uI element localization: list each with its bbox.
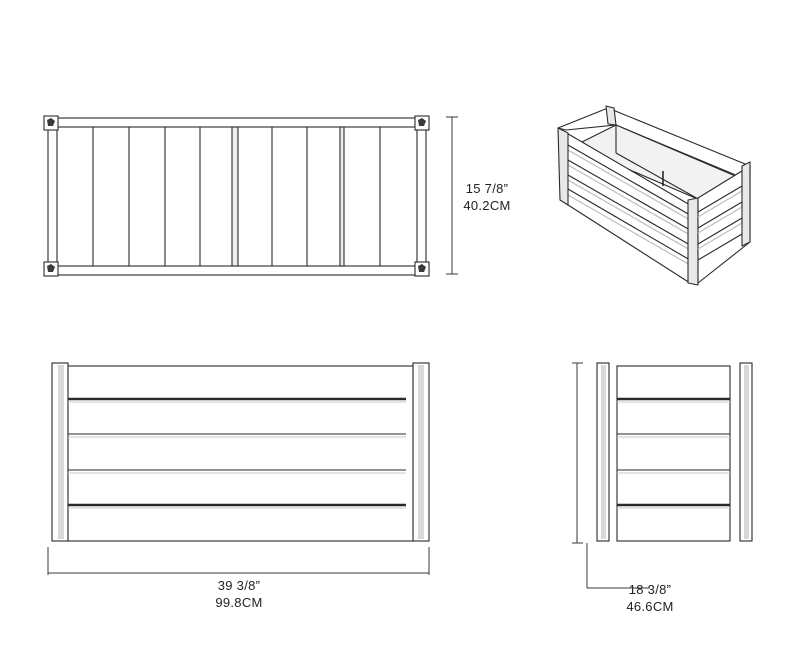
top-view-depth-dimension	[446, 116, 458, 275]
iso-front-post	[687, 197, 699, 286]
front-panel	[67, 365, 414, 542]
top-view-slats	[92, 127, 381, 266]
top-depth-metric: 40.2CM	[463, 198, 511, 213]
front-length-dimension	[47, 547, 430, 575]
iso-back-left-post	[605, 105, 617, 126]
iso-back-post	[741, 161, 751, 247]
front-planks	[68, 397, 406, 509]
front-length-metric: 99.8CM	[215, 595, 263, 610]
top-view-divider-left	[231, 126, 239, 267]
front-length-label: 39 3/8” 99.8CM	[194, 577, 284, 611]
iso-front-planks	[567, 144, 691, 266]
front-length-imperial: 39 3/8”	[217, 578, 261, 593]
top-view-divider-right	[339, 126, 345, 267]
side-view	[572, 362, 753, 589]
top-depth-label: 15 7/8” 40.2CM	[452, 180, 522, 214]
side-depth-metric: 46.6CM	[626, 599, 674, 614]
side-depth-label: 18 3/8” 46.6CM	[605, 581, 695, 615]
side-depth-imperial: 18 3/8”	[628, 582, 672, 597]
front-view	[47, 362, 430, 575]
iso-side-planks	[697, 185, 743, 261]
iso-left-post	[557, 127, 569, 206]
isometric-view	[557, 105, 751, 286]
top-view-corner-posts	[43, 115, 430, 277]
top-depth-imperial: 15 7/8”	[465, 181, 509, 196]
side-depth-dimension	[572, 362, 650, 589]
side-planks	[617, 397, 730, 509]
top-view	[43, 115, 458, 277]
side-panel	[616, 365, 731, 542]
